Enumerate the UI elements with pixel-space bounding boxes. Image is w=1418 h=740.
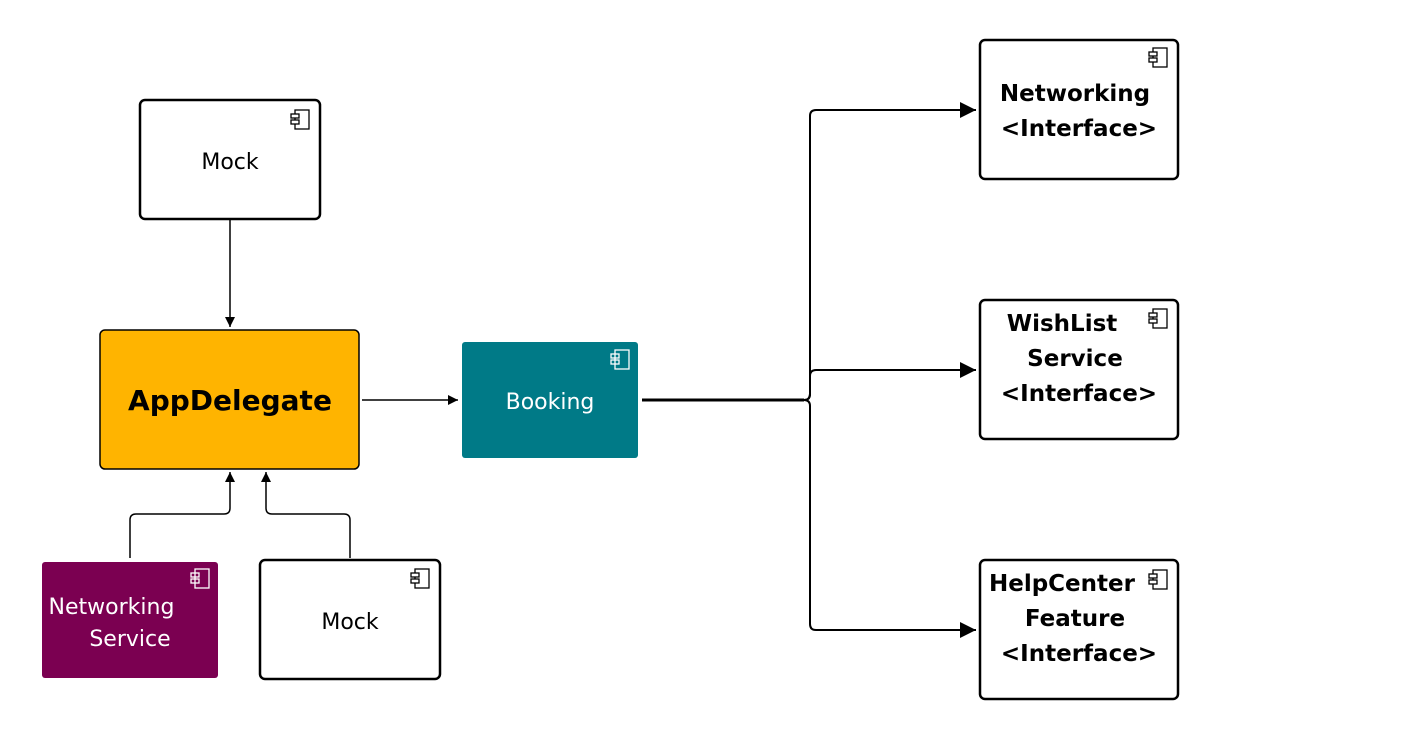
wishlist-interface-label: WishList Service <Interface> [1001, 311, 1157, 407]
mock-top-box[interactable] [138, 98, 322, 221]
networking-service-label: Networking Service [49, 595, 182, 652]
booking-label: Booking [506, 390, 595, 415]
helpcenter-interface-label: HelpCenter Feature <Interface> [989, 571, 1157, 667]
mock-top-label: Mock [201, 150, 259, 175]
mock-top-component-icon [290, 109, 310, 130]
app-delegate-box[interactable] [99, 329, 360, 470]
edge-booking-to-wishlist-interface [803, 362, 976, 401]
helpcenter-interface-box[interactable] [978, 558, 1180, 701]
edge-booking-to-networking-interface [803, 102, 976, 401]
booking-box[interactable] [462, 342, 638, 458]
mock-bottom-label: Mock [321, 610, 379, 635]
helpcenter-interface-component-icon [1148, 569, 1168, 590]
networking-service-box[interactable] [42, 562, 218, 678]
mock-bottom-box[interactable] [258, 558, 442, 681]
mock-bottom-component-icon [410, 568, 430, 589]
wishlist-interface-component-icon [1148, 308, 1168, 329]
labels: Mock AppDelegate Booking Networking Serv… [49, 81, 1158, 667]
nodes [42, 38, 1180, 701]
networking-interface-box[interactable] [978, 38, 1180, 181]
networking-interface-label: Networking <Interface> [1000, 81, 1158, 142]
booking-component-icon [610, 349, 630, 370]
edge-booking-to-helpcenter-interface [803, 399, 976, 638]
edge-networking-service-to-appdelegate [129, 472, 235, 558]
app-delegate-label: AppDelegate [128, 384, 332, 417]
edge-mock-bottom-to-appdelegate [261, 472, 351, 558]
wishlist-interface-box[interactable] [978, 298, 1180, 441]
networking-service-component-icon [190, 568, 210, 589]
component-icons [190, 47, 1168, 590]
connectors [129, 102, 976, 638]
networking-interface-component-icon [1148, 47, 1168, 68]
